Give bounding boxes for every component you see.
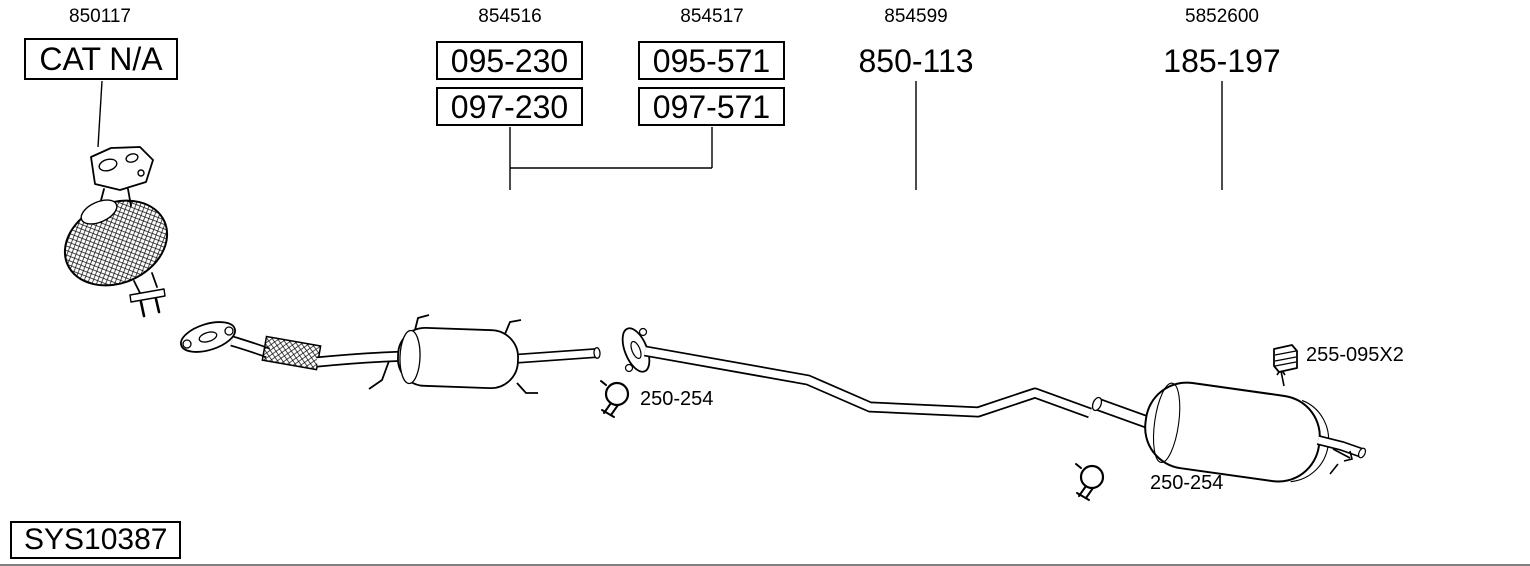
gasket-drawing (180, 321, 236, 353)
callout-front-clamp[interactable]: 250-254 (640, 388, 714, 410)
part-label-center-pipe-b[interactable]: 097-571 (638, 87, 785, 126)
part-label-front-pipe-a[interactable]: 095-230 (436, 41, 583, 80)
part-label-center-pipe-a[interactable]: 095-571 (638, 41, 785, 80)
callout-rear-clamp[interactable]: 250-254 (1150, 472, 1224, 494)
catalytic-converter-drawing (63, 146, 169, 318)
ref-number-1: 850117 (69, 6, 131, 27)
part-label-rear-pipe[interactable]: 850-113 (858, 42, 974, 79)
part-label-rear-muffler[interactable]: 185-197 (1163, 42, 1281, 79)
ref-number-4: 854599 (884, 6, 948, 27)
hanger-icon (1273, 344, 1298, 373)
ref-number-3: 854517 (680, 6, 744, 27)
clamp-icon (599, 379, 630, 419)
center-muffler-drawing (397, 326, 519, 390)
front-pipe-assembly-drawing (180, 314, 601, 394)
clamp-icon (1074, 462, 1105, 502)
rear-muffler-drawing (1091, 367, 1367, 483)
part-label-front-pipe-b[interactable]: 097-230 (436, 87, 583, 126)
part-label-catalyst[interactable]: CAT N/A (24, 38, 178, 80)
center-pipe-drawing (621, 327, 1092, 419)
system-code: SYS10387 (10, 521, 182, 559)
flex-section-drawing (261, 335, 322, 371)
leader-lines (97, 80, 1223, 190)
ref-number-5: 5852600 (1185, 6, 1259, 27)
ref-number-2: 854516 (478, 6, 542, 27)
callout-rear-hanger[interactable]: 255-095X2 (1306, 344, 1404, 366)
